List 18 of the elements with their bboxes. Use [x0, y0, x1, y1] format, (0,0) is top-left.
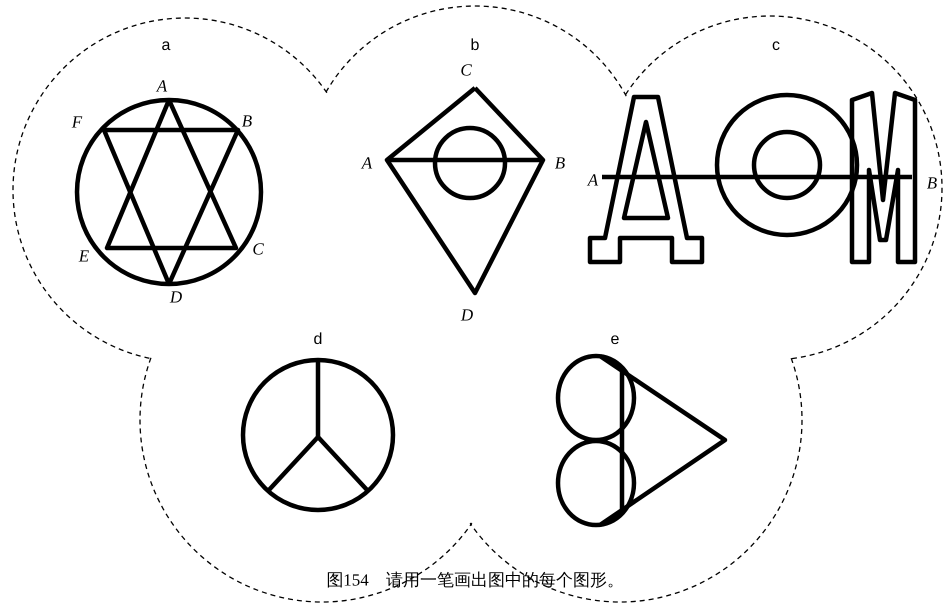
- panel-letter: d: [314, 332, 322, 348]
- point-label: C: [460, 62, 472, 78]
- panel-letter: a: [162, 38, 170, 54]
- point-label: B: [926, 174, 938, 192]
- point-label: B: [554, 154, 566, 172]
- point-label: B: [242, 112, 252, 130]
- point-label: F: [72, 114, 82, 130]
- panel-letter: c: [772, 38, 780, 54]
- point-label: D: [460, 306, 474, 324]
- figure-caption: 图154 请用一笔画出图中的每个图形。: [326, 572, 624, 590]
- point-label: A: [156, 78, 168, 94]
- panel-letter: b: [470, 38, 480, 54]
- point-label: E: [78, 248, 90, 264]
- point-label: C: [252, 240, 264, 258]
- point-label: D: [170, 288, 182, 306]
- panel-letter: e: [610, 332, 620, 348]
- point-label: A: [362, 154, 372, 172]
- point-label: A: [588, 172, 598, 188]
